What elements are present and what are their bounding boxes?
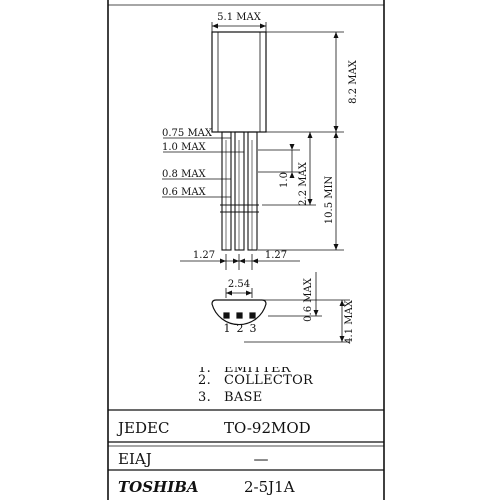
dim-body-height: 8.2 MAX — [348, 59, 359, 104]
pin-legend-3-num: 3. — [198, 390, 211, 405]
pin-legend-3-name: BASE — [224, 390, 263, 405]
dim-shoulder-length: 1.0 — [279, 172, 290, 188]
package-leads — [220, 131, 259, 251]
pin-legend-2-num: 2. — [198, 373, 211, 388]
pin-1-pad — [223, 312, 230, 319]
package-body — [211, 31, 267, 133]
dim-lead-shoulder-width: 1.0 MAX — [162, 142, 207, 153]
dimension-arrows — [212, 23, 345, 342]
dim-lead-top-width: 0.75 MAX — [162, 128, 213, 139]
table-row-jedec-key: JEDEC — [116, 419, 169, 437]
table-row-eiaj-value: — — [254, 450, 269, 468]
table-row-toshiba-key: TOSHIBA — [118, 478, 199, 496]
dim-lead-thickness: 0.6 MAX — [162, 187, 207, 198]
pin-legend-2-name: COLLECTOR — [224, 373, 314, 388]
pin-3-pad — [249, 312, 256, 319]
dim-pitch-left: 1.27 — [193, 250, 215, 261]
dim-pitch-right: 1.27 — [265, 250, 287, 261]
pin-2-pad — [236, 312, 243, 319]
dim-bottom-width: 2.54 — [228, 279, 250, 290]
pin-number-2: 2 — [237, 322, 244, 335]
pin-number-3: 3 — [250, 322, 257, 335]
package-table: JEDEC TO-92MOD EIAJ — TOSHIBA 2-5J1A — [108, 409, 384, 496]
pin-number-1: 1 — [224, 322, 231, 335]
table-row-toshiba-value: 2-5J1A — [244, 478, 295, 496]
table-row-eiaj-key: EIAJ — [118, 450, 152, 468]
lead-1 — [221, 131, 232, 251]
dim-bottom-depth: 4.1 MAX — [344, 299, 355, 344]
lead-2 — [234, 131, 245, 251]
drawing-frame — [107, 0, 385, 500]
dim-body-width: 5.1 MAX — [217, 12, 262, 23]
dim-lead-width: 0.8 MAX — [162, 169, 207, 180]
dim-lead-length: 10.5 MIN — [324, 176, 335, 225]
dim-lead-offset: 0.6 MAX — [303, 277, 314, 322]
lead-3 — [247, 131, 258, 251]
dimension-lines — [162, 22, 350, 343]
dim-lead-bend-length: 2.2 MAX — [298, 161, 309, 206]
table-row-jedec-value: TO-92MOD — [224, 419, 311, 437]
bottom-view — [211, 299, 267, 326]
pin-legend: 1. EMITTER 2. COLLECTOR 3. BASE — [180, 361, 330, 405]
